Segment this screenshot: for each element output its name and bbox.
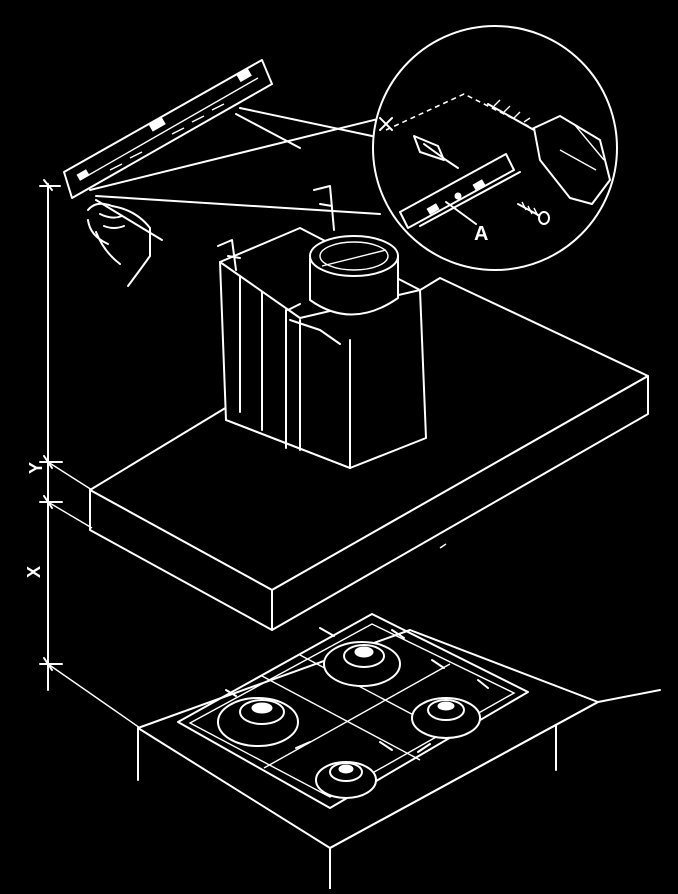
- wall-plug-icon: [413, 135, 459, 169]
- part-label-a: A: [474, 223, 488, 245]
- burner-front-left: [217, 697, 299, 747]
- burner-front-right: [315, 761, 377, 799]
- burner-rear-right: [411, 697, 481, 739]
- zoom-lines: [89, 107, 391, 215]
- dimension-lines: Y X: [24, 179, 141, 729]
- cooktop: [137, 613, 661, 890]
- hand-with-pencil: [87, 199, 163, 287]
- detail-callout: A: [372, 25, 618, 271]
- wall-bracket: [63, 59, 273, 199]
- burner-rear-left: [323, 641, 401, 687]
- screw-icon: [517, 201, 550, 225]
- dimension-label-y: Y: [26, 462, 46, 474]
- motor-unit: [217, 185, 427, 469]
- drill-icon: [487, 99, 611, 205]
- outlet-collar: [309, 235, 399, 316]
- dimension-label-x: X: [24, 566, 44, 578]
